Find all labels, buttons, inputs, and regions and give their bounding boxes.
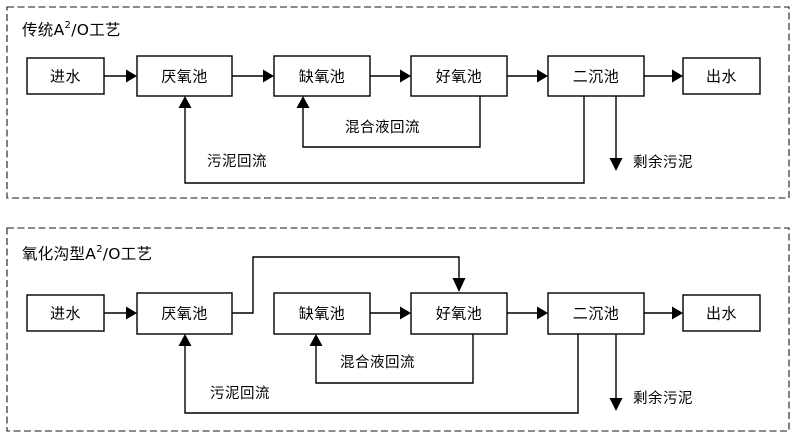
flow-mixed-liquor-return-bottom — [309, 334, 474, 384]
node-anaerobic-top-label: 厌氧池 — [161, 68, 208, 86]
connector-anaerobic-bypass-to-aerobic-bottom — [232, 256, 466, 314]
node-anaerobic-bottom-label: 厌氧池 — [161, 305, 208, 323]
node-anoxic-top-label: 缺氧池 — [299, 68, 346, 86]
arrow-head-icon — [452, 278, 466, 292]
node-effluent-bottom-label: 出水 — [706, 305, 737, 323]
flow-sludge-return-top — [178, 96, 585, 184]
arrow-head-icon — [309, 334, 323, 346]
arrow-head-icon — [537, 69, 548, 83]
connector-clarifier-to-effluent-bottom — [644, 306, 683, 320]
connector-anoxic-to-aerobic-top — [370, 69, 411, 83]
panel-oxidation-ditch-border — [6, 227, 790, 432]
node-anoxic-bottom-label: 缺氧池 — [299, 305, 346, 323]
arrow-head-icon — [178, 96, 192, 108]
panel-oxidation-ditch-title: 氧化沟型A2/O工艺 — [22, 244, 152, 263]
panel-oxidation-ditch-title-prefix: 氧化沟型A — [22, 245, 96, 263]
node-aerobic-bottom-label: 好氧池 — [436, 305, 483, 323]
connector-anoxic-to-aerobic-bottom — [370, 306, 411, 320]
arrow-head-icon — [296, 96, 310, 108]
node-influent-bottom[interactable] — [26, 294, 105, 332]
node-anaerobic-bottom[interactable] — [136, 292, 233, 335]
flow-sludge-return-bottom — [178, 334, 579, 414]
node-clarifier-bottom[interactable] — [547, 292, 645, 335]
flow-label-waste-sludge-top: 剩余污泥 — [633, 153, 693, 171]
arrow-head-icon — [126, 69, 137, 83]
node-effluent-top-label: 出水 — [706, 68, 737, 86]
connector-clarifier-to-effluent-top — [644, 69, 683, 83]
arrow-head-icon — [537, 306, 548, 320]
panel-conventional: 传统A2/O工艺 进水 厌氧池 缺氧池 好氧池 二沉池 出水 — [6, 6, 790, 199]
connector-anaerobic-to-anoxic-top — [232, 69, 274, 83]
node-effluent-bottom[interactable] — [682, 294, 761, 332]
flow-label-sludge-return-bottom: 污泥回流 — [210, 385, 270, 402]
connector-influent-to-anaerobic-top — [104, 69, 137, 83]
flow-label-waste-sludge-bottom: 剩余污泥 — [633, 389, 693, 407]
flow-waste-sludge-top — [609, 96, 623, 171]
arrow-head-icon — [400, 306, 411, 320]
arrow-head-icon — [672, 69, 683, 83]
panel-oxidation-ditch-title-superscript: 2 — [96, 244, 103, 255]
node-anoxic-bottom[interactable] — [273, 292, 371, 335]
panel-conventional-title-prefix: 传统A — [22, 21, 65, 39]
node-anoxic-top[interactable] — [273, 55, 371, 97]
node-aerobic-top-label: 好氧池 — [436, 68, 483, 86]
node-influent-top-label: 进水 — [50, 68, 81, 86]
flow-waste-sludge-bottom — [609, 334, 623, 411]
arrow-head-icon — [126, 306, 137, 320]
panel-conventional-title: 传统A2/O工艺 — [22, 20, 121, 39]
arrow-head-icon — [178, 334, 192, 346]
connector-influent-to-anaerobic-bottom — [104, 306, 137, 320]
panel-oxidation-ditch-title-suffix: /O工艺 — [103, 245, 153, 263]
connector-aerobic-to-clarifier-bottom — [507, 306, 548, 320]
flow-mixed-liquor-return-top — [296, 96, 481, 148]
node-anaerobic-top[interactable] — [136, 55, 233, 97]
node-clarifier-bottom-label: 二沉池 — [573, 305, 620, 323]
arrow-head-icon — [672, 306, 683, 320]
flow-label-mixed-liquor-return-top: 混合液回流 — [345, 119, 420, 136]
flow-label-sludge-return-top: 污泥回流 — [207, 153, 267, 170]
flow-label-mixed-liquor-return-bottom: 混合液回流 — [340, 354, 415, 371]
arrow-head-icon — [263, 69, 274, 83]
panel-conventional-title-superscript: 2 — [65, 20, 72, 31]
connector-aerobic-to-clarifier-top — [507, 69, 548, 83]
node-effluent-top[interactable] — [682, 57, 761, 95]
arrow-head-icon — [609, 398, 623, 411]
panel-oxidation-ditch: 氧化沟型A2/O工艺 进水 厌氧池 缺氧池 好氧池 二沉池 出水 — [6, 227, 790, 432]
arrow-head-icon — [609, 158, 623, 171]
node-aerobic-bottom[interactable] — [410, 292, 508, 335]
arrow-head-icon — [400, 69, 411, 83]
node-influent-bottom-label: 进水 — [50, 305, 81, 323]
panel-conventional-title-suffix: /O工艺 — [71, 21, 121, 39]
panel-conventional-border — [6, 6, 790, 199]
node-clarifier-top-label: 二沉池 — [573, 68, 620, 86]
